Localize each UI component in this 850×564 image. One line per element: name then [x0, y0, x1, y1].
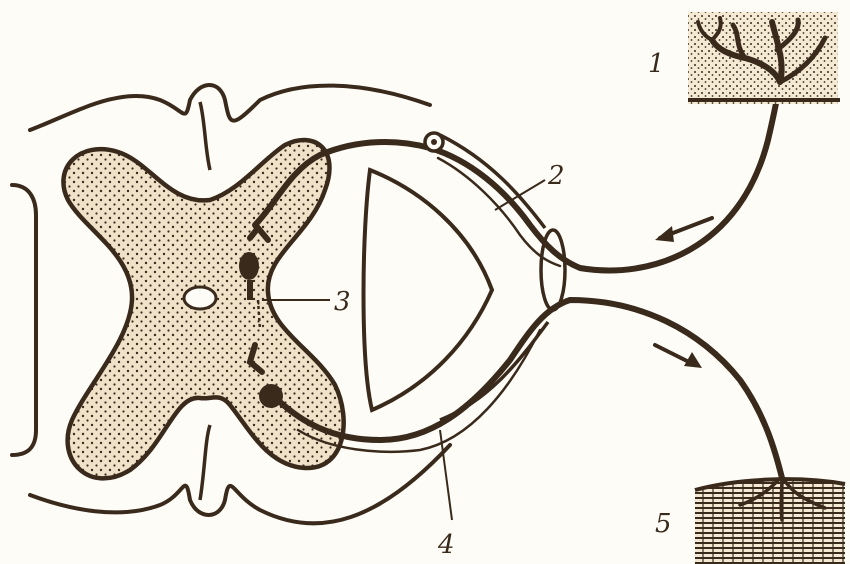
- efferent-direction-arrow: [655, 345, 702, 368]
- sensory-pathway: [255, 80, 780, 270]
- dorsal-root-ganglion: [364, 170, 493, 410]
- label-sensory-fiber: 2: [547, 161, 565, 191]
- label-receptor: 1: [648, 49, 665, 79]
- label-interneuron: 3: [334, 287, 351, 317]
- label-motor-fiber: 4: [437, 530, 455, 560]
- effector-muscle: [695, 476, 845, 564]
- label-effector: 5: [655, 509, 672, 539]
- motor-neuron-body: [259, 384, 283, 408]
- central-canal: [184, 287, 216, 309]
- receptor-skin: [688, 12, 840, 104]
- motor-pathway: [280, 300, 782, 478]
